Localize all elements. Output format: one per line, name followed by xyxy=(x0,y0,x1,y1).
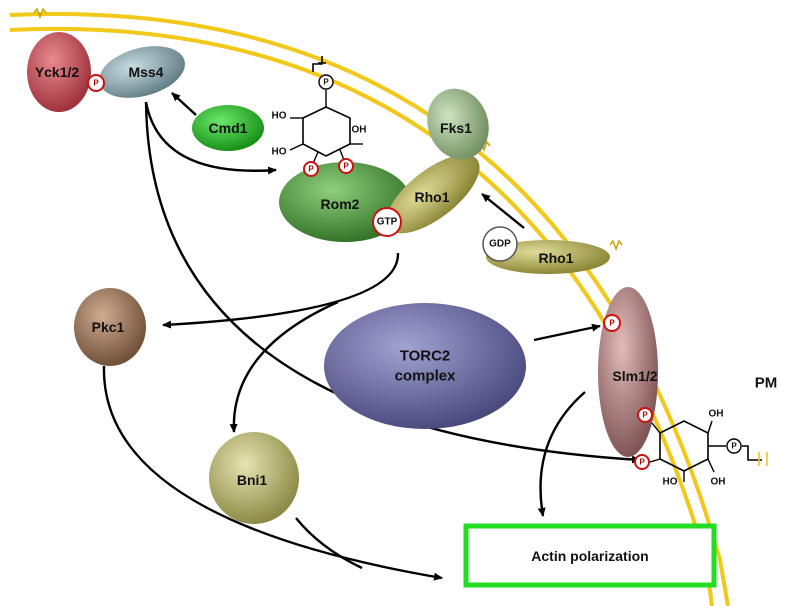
cmd1-node xyxy=(192,105,264,151)
slm-pip2-headgroup xyxy=(649,420,768,482)
pip2-oh-2: OH xyxy=(352,125,367,136)
pip2-headgroup xyxy=(289,56,363,167)
actin-polarization-label: Actin polarization xyxy=(531,548,648,564)
arrow-rho1-to-bni1 xyxy=(229,300,339,433)
phospho-slm-icon xyxy=(603,314,621,332)
phospho-pip2-left-label: P xyxy=(308,165,314,174)
pathway-arrows xyxy=(102,92,641,581)
pip2-oh-1: HO xyxy=(272,111,287,122)
arrow-slm-to-actin xyxy=(537,391,586,517)
torc2-label-line2: complex xyxy=(395,368,457,385)
cmd1-label: Cmd1 xyxy=(209,120,248,136)
arrow-bni1-to-actin xyxy=(295,517,363,570)
bni1-label: Bni1 xyxy=(237,472,268,488)
yck1-2-node xyxy=(27,32,91,112)
slm-pip2-oh-2: HO xyxy=(663,477,678,488)
arrow-pkc1-to-actin xyxy=(102,365,443,581)
gtp-label: GTP xyxy=(377,217,398,228)
rho1-inactive-label: Rho1 xyxy=(539,250,574,266)
pip2-phosphate-icon xyxy=(318,74,334,90)
phospho-slm-pip2-upper-icon xyxy=(637,407,653,423)
phospho-slm-pip2-lower-label: P xyxy=(639,458,645,467)
phospho-pip2-left-icon xyxy=(303,161,319,177)
pm-label: PM xyxy=(755,375,778,392)
rom2-label: Rom2 xyxy=(321,196,360,212)
actin-polarization-box xyxy=(463,523,717,588)
gdp-label: GDP xyxy=(489,239,511,250)
arrow-mss4-to-pip2 xyxy=(144,101,277,175)
arrow-mss4-to-slm xyxy=(144,101,641,464)
slm-pip2-oh-3: OH xyxy=(711,477,726,488)
fks1-label: Fks1 xyxy=(440,120,472,136)
rho1-active-label: Rho1 xyxy=(415,189,450,205)
phospho-mss4-label: P xyxy=(93,79,99,88)
arrow-torc2-to-slm xyxy=(533,323,601,342)
phospho-slm-pip2-lower-icon xyxy=(634,454,650,470)
mss4-node xyxy=(99,46,185,98)
phospho-pip2-right-label: P xyxy=(343,162,349,171)
torc2-label-line1: TORC2 xyxy=(400,348,451,365)
pip2-phosphate-label: P xyxy=(323,78,329,87)
phospho-pip2-right-icon xyxy=(338,158,354,174)
mss4-label: Mss4 xyxy=(128,64,163,80)
gdp-badge xyxy=(482,226,518,262)
pip2-oh-3: HO xyxy=(272,147,287,158)
yck1-2-label: Yck1/2 xyxy=(35,64,80,80)
slm1-2-label: Slm1/2 xyxy=(612,368,657,384)
slm-pip2-oh-1: OH xyxy=(709,409,724,420)
arrow-rho1-to-pkc1 xyxy=(162,252,400,329)
pkc1-label: Pkc1 xyxy=(92,319,125,335)
rho1-active-node xyxy=(386,154,480,234)
phospho-slm-label: P xyxy=(609,319,615,328)
phospho-mss4-icon xyxy=(87,74,105,92)
slm-pip2-phosphate-icon xyxy=(726,438,742,454)
phospho-slm-pip2-upper-label: P xyxy=(642,411,648,420)
bni1-node xyxy=(209,432,299,524)
fks1-node xyxy=(427,88,489,160)
pkc1-node xyxy=(74,288,146,366)
arrow-cmd1-to-mss4 xyxy=(171,92,197,116)
torc2-complex-node xyxy=(324,303,526,429)
arrow-rho1-activation xyxy=(481,193,525,229)
slm-pip2-phosphate-label: P xyxy=(731,442,737,451)
gtp-badge xyxy=(372,207,402,237)
